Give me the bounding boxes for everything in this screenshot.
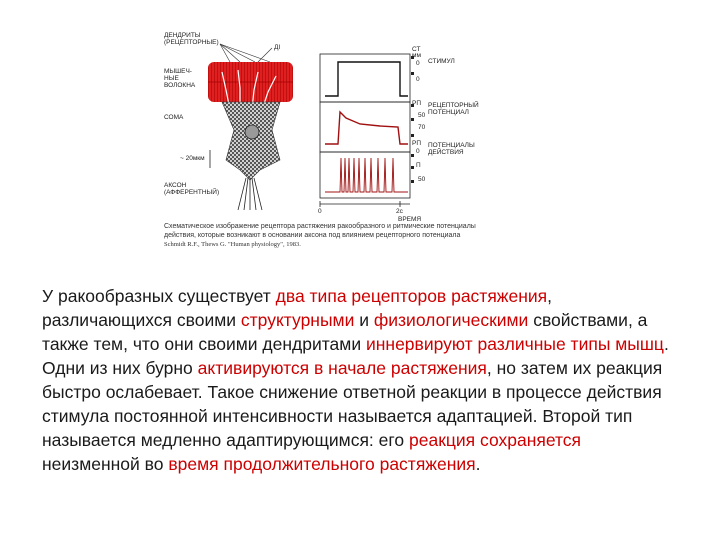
label-rp-70: 70 [418,124,425,131]
label-ap-top: РП [412,140,421,147]
highlighted-text: реакция сохраняется [409,430,581,450]
highlighted-text: время продолжительного растяжения [168,454,475,474]
receptor-potential-trace [320,102,410,152]
caption-source: Schmidt R.F., Thews G. "Human physiology… [164,241,301,248]
highlighted-text: два типа рецепторов растяжения [276,286,548,306]
paragraph-text: . [476,454,481,474]
highlighted-text: иннервируют различные типы мышц [366,334,664,354]
label-receptor-potential: РЕЦЕПТОРНЫЙ ПОТЕНЦИАЛ [428,102,484,116]
action-potentials-trace [320,152,410,198]
label-stim-mid: 0 [416,76,420,83]
axon-lines [238,178,262,210]
soma-shape [222,102,280,180]
label-stimulus: СТИМУЛ [428,58,455,65]
label-di: ДІ [274,44,280,51]
body-paragraph: У ракообразных существует два типа рецеп… [42,284,682,476]
label-rp-top: РП [412,100,421,107]
paragraph-text: неизменной во [42,454,168,474]
label-stim-zero: 0 [416,60,420,67]
label-time-0: 0 [318,208,322,215]
label-ap-50: 50 [418,176,425,183]
dendrite-pointers [220,44,272,64]
stimulus-trace [320,54,410,102]
caption-text: Схематическое изображение рецептора раст… [164,223,476,239]
label-action-potentials: ПОТЕНЦИАЛЫ ДЕЙСТВИЯ [428,142,468,156]
label-soma: СОМА [164,114,183,121]
label-muscle: МЫШЕЧ-НЫЕ ВОЛОКНА [164,68,204,89]
highlighted-text: активируются в начале растяжения [198,358,487,378]
label-time-2: 2с [396,208,403,215]
label-stim-unit: мм [412,52,421,59]
label-scale: ~ 20мкм [180,155,205,162]
paragraph-text: и [354,310,374,330]
label-ap-mid: П [416,162,421,169]
label-ap-0: 0 [416,148,420,155]
highlighted-text: физиологическими [374,310,528,330]
label-rp-50: 50 [418,112,425,119]
highlighted-text: структурными [241,310,354,330]
label-dendrites: ДЕНДРИТЫ (РЕЦЕПТОРНЫЕ) [164,32,224,46]
figure-caption: Схематическое изображение рецептора раст… [164,222,484,249]
nucleus [245,125,259,139]
paragraph-text: У ракообразных существует [42,286,276,306]
label-axon: АКСОН (АФФЕРЕНТНЫЙ) [164,182,224,196]
